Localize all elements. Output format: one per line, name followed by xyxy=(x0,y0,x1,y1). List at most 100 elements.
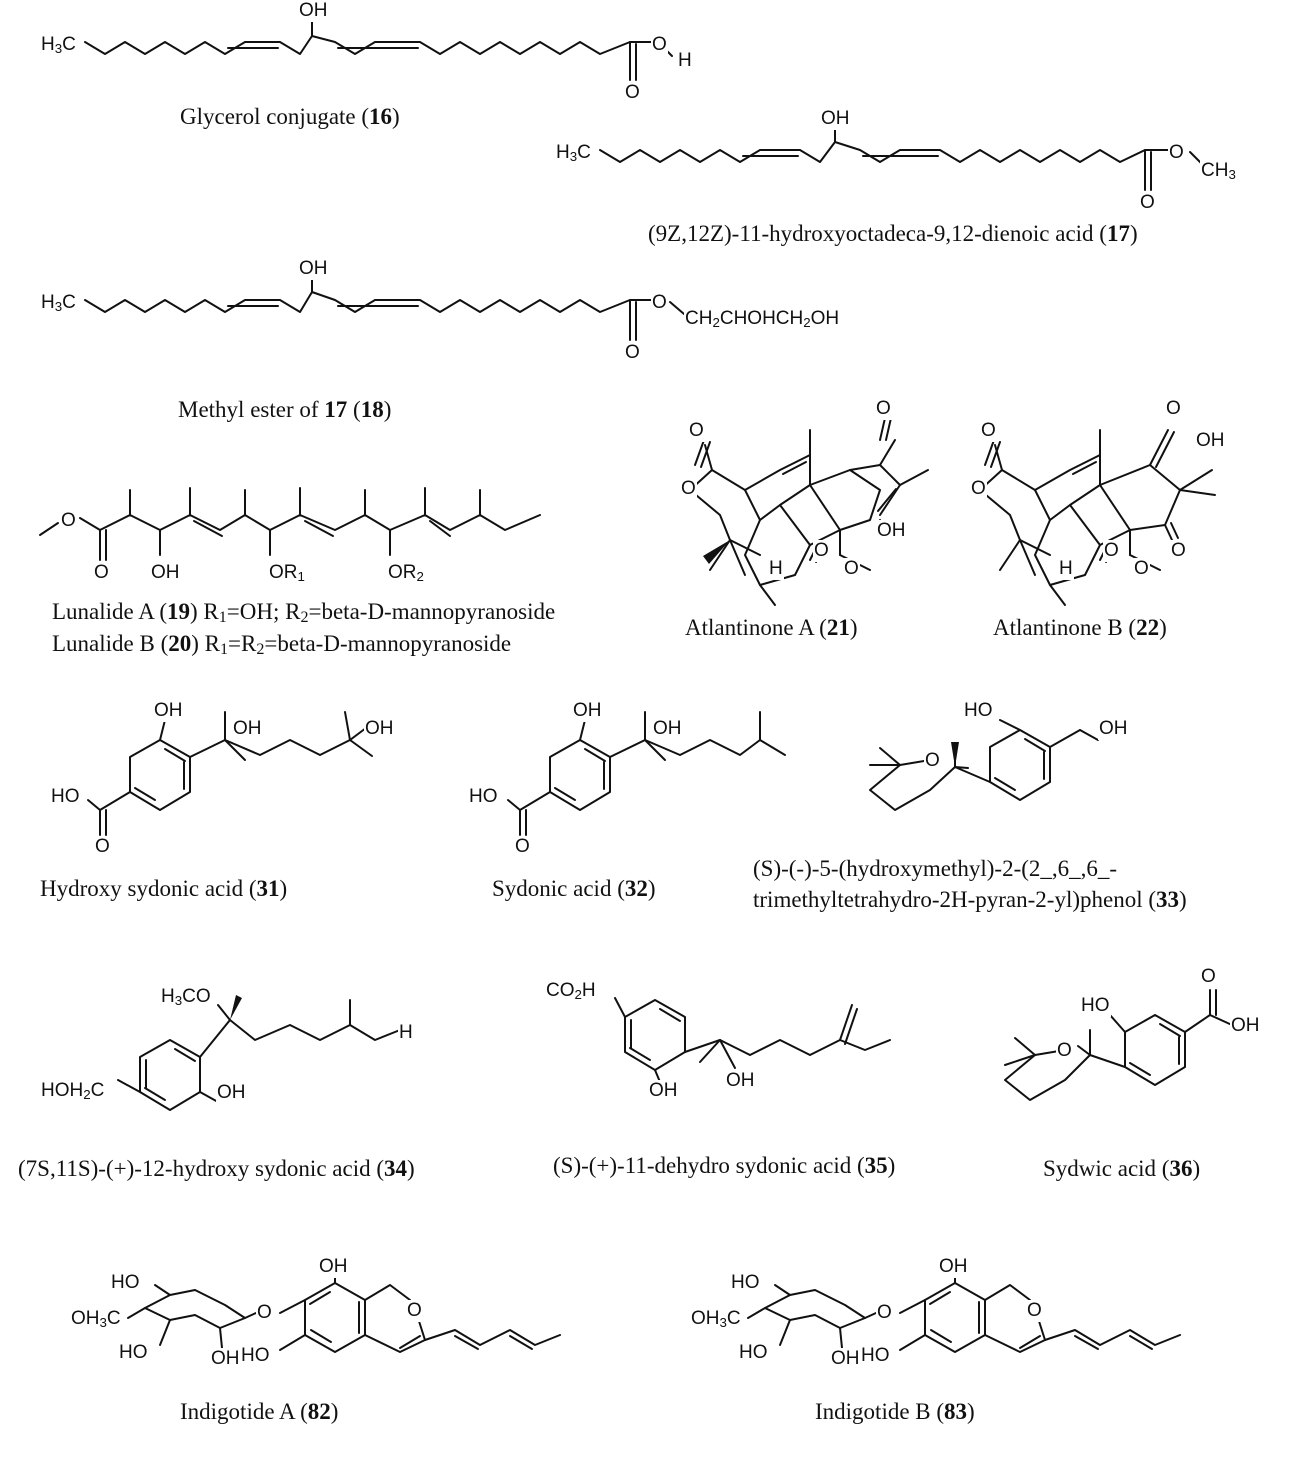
caption-83: Indigotide B (83) xyxy=(815,1399,975,1424)
atom-ring-o: O xyxy=(924,750,941,772)
atom-ketone-o: O xyxy=(875,398,892,420)
atom-o: O xyxy=(651,292,668,314)
caption-21: Atlantinone A (21) xyxy=(685,615,858,640)
caption-20: Lunalide B (20) R1=R2=beta-D-mannopyrano… xyxy=(52,631,512,658)
atom-o: O xyxy=(1168,142,1185,164)
atom-oh: OH xyxy=(210,1348,241,1370)
atom-oh: OH xyxy=(232,718,263,740)
atom-lactone-o: O xyxy=(980,420,997,442)
caption-17: (9Z,12Z)-11-hydroxyoctadeca-9,12-dienoic… xyxy=(648,221,1138,246)
atom-ho: HO xyxy=(963,700,994,722)
atom-oh: OH xyxy=(1230,1015,1261,1037)
atom-ho: HO xyxy=(738,1342,769,1364)
atom-h: H xyxy=(398,1022,414,1044)
atom-or1: OR1 xyxy=(268,562,306,584)
atom-oh: OH xyxy=(298,258,329,280)
atom-h3c: H3C xyxy=(555,142,592,164)
caption-19: Lunalide A (19) R1=OH; R2=beta-D-mannopy… xyxy=(52,599,556,626)
atom-oh: OH xyxy=(318,1256,349,1278)
atom-ho: HO xyxy=(50,786,81,808)
atom-ring-o: O xyxy=(970,478,987,500)
caption-31: Hydroxy sydonic acid (31) xyxy=(40,876,288,901)
atom-carbonyl-o: O xyxy=(94,836,111,858)
atom-carbonyl-o: O xyxy=(93,562,110,584)
atom-oh: OH xyxy=(1195,430,1226,452)
atom-ester-o2: O xyxy=(1133,558,1150,580)
caption-33b: trimethyltetrahydro-2H-pyran-2-yl)phenol… xyxy=(753,887,1187,912)
atom-oh: OH xyxy=(216,1082,247,1104)
atom-or2: OR2 xyxy=(387,562,425,584)
atom-o: O xyxy=(651,34,668,56)
atom-oh: OH xyxy=(153,700,184,722)
atom-ring-o: O xyxy=(680,478,697,500)
atom-oh: OH xyxy=(572,700,603,722)
caption-16: Glycerol conjugate (16) xyxy=(180,104,400,129)
atom-h3co: H3CO xyxy=(160,986,212,1008)
atom-oh3c: OH3C xyxy=(690,1308,742,1330)
atom-ho: HO xyxy=(730,1272,761,1294)
atom-ho: HO xyxy=(118,1342,149,1364)
atom-ester-o: O xyxy=(813,540,830,562)
atom-carbonyl-o: O xyxy=(624,342,641,364)
atom-ketone-o2: O xyxy=(1170,540,1187,562)
atom-oh: OH xyxy=(725,1070,756,1092)
atom-ho: HO xyxy=(240,1345,271,1367)
caption-36: Sydwic acid (36) xyxy=(1043,1156,1201,1181)
atom-ester-o: O xyxy=(1103,540,1120,562)
caption-22: Atlantinone B (22) xyxy=(993,615,1167,640)
atom-h3c: H3C xyxy=(40,292,77,314)
atom-ho: HO xyxy=(860,1345,891,1367)
atom-glycerol: CH2CHOHCH2OH xyxy=(684,308,841,330)
atom-oh: OH xyxy=(150,562,181,584)
atom-oh: OH xyxy=(876,520,907,542)
atom-ester-o2: O xyxy=(843,558,860,580)
atom-lactone-o: O xyxy=(688,420,705,442)
atom-co2h: CO2H xyxy=(545,980,597,1002)
atom-ring-o: O xyxy=(406,1300,423,1322)
atom-glycoside-o: O xyxy=(876,1302,893,1324)
atom-oh: OH xyxy=(648,1080,679,1102)
atom-carbonyl-o: O xyxy=(1200,966,1217,988)
atom-carbonyl-o: O xyxy=(624,82,641,104)
atom-h: H xyxy=(768,558,784,580)
atom-oh: OH xyxy=(364,718,395,740)
atom-ring-o: O xyxy=(1026,1300,1043,1322)
caption-34: (7S,11S)-(+)-12-hydroxy sydonic acid (34… xyxy=(18,1156,415,1181)
atom-carbonyl-o: O xyxy=(514,836,531,858)
caption-32: Sydonic acid (32) xyxy=(492,876,656,901)
caption-82: Indigotide A (82) xyxy=(180,1399,339,1424)
atom-h: H xyxy=(1058,558,1074,580)
caption-35: (S)-(+)-11-dehydro sydonic acid (35) xyxy=(553,1153,896,1178)
atom-oh: OH xyxy=(652,718,683,740)
atom-ho: HO xyxy=(468,786,499,808)
atom-oh: OH xyxy=(830,1348,861,1370)
atom-ch3: CH3 xyxy=(1200,160,1237,182)
atom-ester-o: O xyxy=(60,510,77,532)
atom-oh: OH xyxy=(938,1256,969,1278)
atom-carbonyl-o: O xyxy=(1139,192,1156,214)
atom-h3c: H3C xyxy=(40,34,77,56)
atom-glycoside-o: O xyxy=(256,1302,273,1324)
atom-h: H xyxy=(677,50,693,72)
atom-oh: OH xyxy=(1098,718,1129,740)
atom-ring-o: O xyxy=(1056,1040,1073,1062)
caption-18: Methyl ester of 17 (18) xyxy=(178,397,392,422)
atom-oh3c: OH3C xyxy=(70,1308,122,1330)
atom-oh: OH xyxy=(820,108,851,130)
atom-ho: HO xyxy=(1080,995,1111,1017)
atom-hoh2c: HOH2C xyxy=(40,1080,106,1102)
caption-33: (S)-(-)-5-(hydroxymethyl)-2-(2_,6_,6_- xyxy=(753,856,1118,881)
atom-ho: HO xyxy=(110,1272,141,1294)
